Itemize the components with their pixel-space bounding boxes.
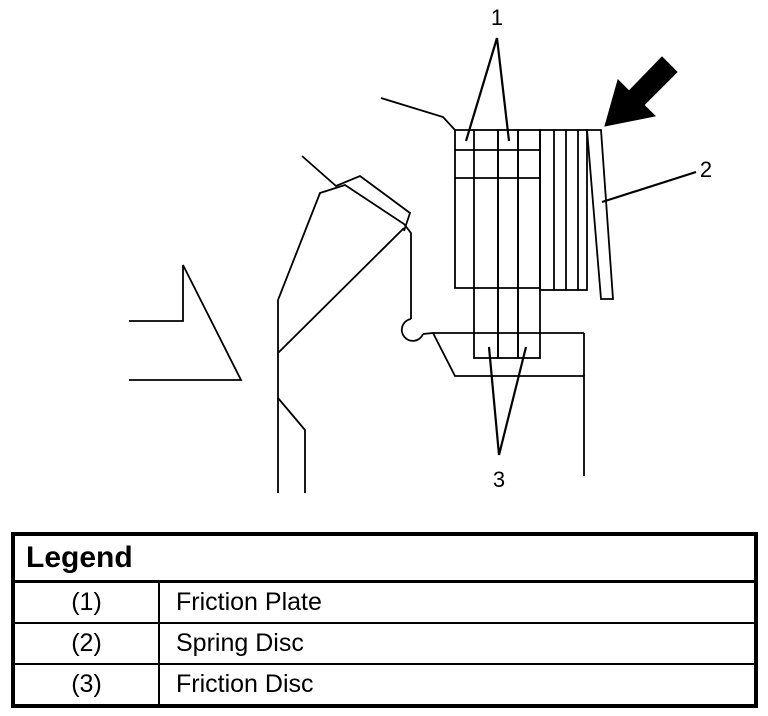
legend-number: (2): [12, 622, 160, 665]
legend-table: Legend (1) Friction Plate (2) Spring Dis…: [11, 532, 758, 708]
housing-outline: [277, 97, 585, 493]
clutch-pack-diagram: 1 2 3: [129, 5, 712, 493]
legend-row: (1) Friction Plate: [12, 580, 757, 624]
friction-plates: [454, 129, 541, 359]
callout-1: 1: [491, 5, 503, 30]
legend-header-row: Legend: [12, 533, 757, 583]
callout-2: 2: [700, 157, 712, 182]
legend-number: (1): [12, 580, 160, 624]
leader-lines: [464, 37, 697, 456]
legend-label: Friction Plate: [158, 580, 757, 624]
friction-discs: [539, 129, 588, 291]
spring-disc: [586, 129, 614, 300]
legend-label: Spring Disc: [158, 622, 757, 665]
direction-arrow: [604, 56, 678, 127]
legend-label: Friction Disc: [158, 663, 757, 707]
section-wedge: [129, 264, 243, 381]
callout-3: 3: [493, 467, 505, 492]
legend-row: (2) Spring Disc: [12, 622, 757, 665]
legend-title: Legend: [12, 533, 757, 583]
legend-row: (3) Friction Disc: [12, 663, 757, 707]
legend-number: (3): [12, 663, 160, 707]
